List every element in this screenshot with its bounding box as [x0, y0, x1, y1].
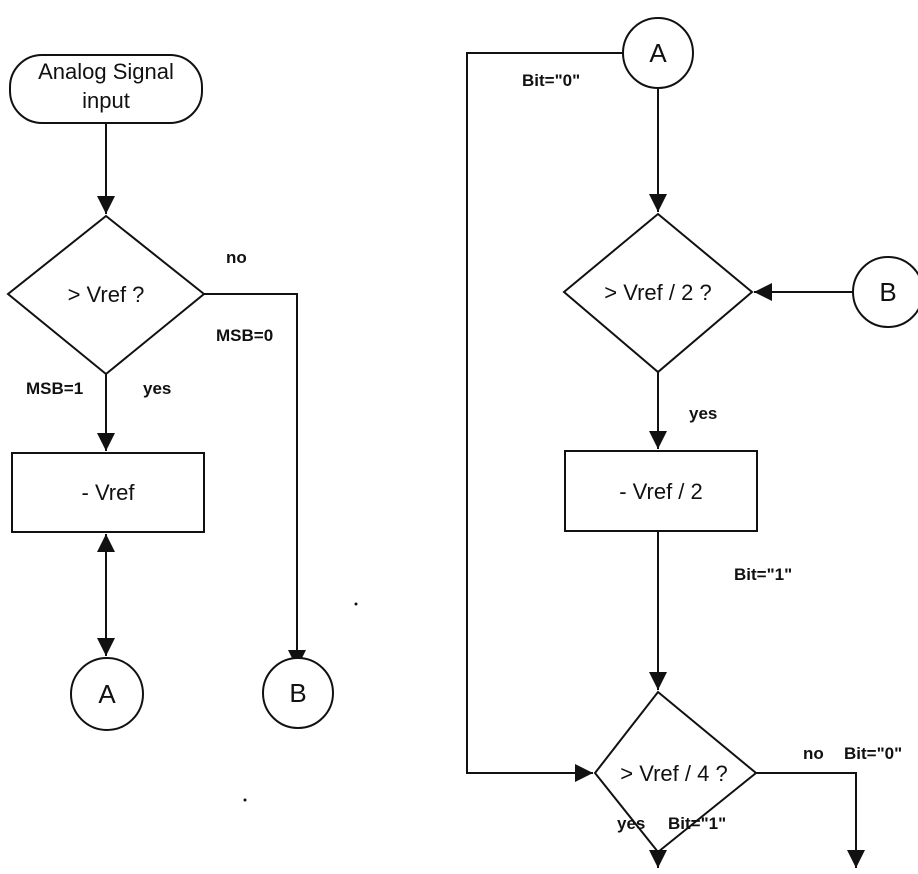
arrow-no-out — [756, 773, 856, 868]
label-no-1: no — [226, 248, 247, 267]
connector-a-left: A — [71, 658, 143, 730]
connector-b-left-label: B — [289, 678, 306, 708]
label-yes-1: yes — [143, 379, 171, 398]
decision-vref-quarter-label: > Vref / 4 ? — [620, 761, 727, 786]
process-minus-vref-half: - Vref / 2 — [565, 451, 757, 531]
start-label-line2: input — [82, 88, 130, 113]
connector-b-right-label: B — [879, 277, 896, 307]
label-bit0-right: Bit="0" — [844, 744, 902, 763]
label-msb-0: MSB=0 — [216, 326, 273, 345]
label-msb-1: MSB=1 — [26, 379, 83, 398]
decision-vref-label: > Vref ? — [68, 282, 145, 307]
label-no-2: no — [803, 744, 824, 763]
connector-b-left: B — [263, 658, 333, 728]
scan-dot — [244, 799, 247, 802]
connector-a-left-label: A — [98, 679, 116, 709]
label-bit1-mid: Bit="1" — [734, 565, 792, 584]
label-yes-2: yes — [689, 404, 717, 423]
start-label-line1: Analog Signal — [38, 59, 174, 84]
connector-b-right: B — [853, 257, 918, 327]
process-minus-vref: - Vref — [12, 453, 204, 532]
decision-vref-half-label: > Vref / 2 ? — [604, 280, 711, 305]
start-terminator: Analog Signal input — [10, 55, 202, 123]
scan-dot — [355, 603, 358, 606]
process-minus-vref-half-label: - Vref / 2 — [619, 479, 703, 504]
decision-vref: > Vref ? — [8, 216, 204, 374]
connector-a-top: A — [623, 18, 693, 88]
decision-vref-half: > Vref / 2 ? — [564, 214, 752, 372]
arrow-bypass-to-decision-quarter — [467, 53, 623, 773]
arrow-no-to-b — [204, 294, 297, 668]
connector-a-top-label: A — [649, 38, 667, 68]
label-bit1-bottom: Bit="1" — [668, 814, 726, 833]
label-bit0-top: Bit="0" — [522, 71, 580, 90]
label-yes-3: yes — [617, 814, 645, 833]
process-minus-vref-label: - Vref — [82, 480, 136, 505]
